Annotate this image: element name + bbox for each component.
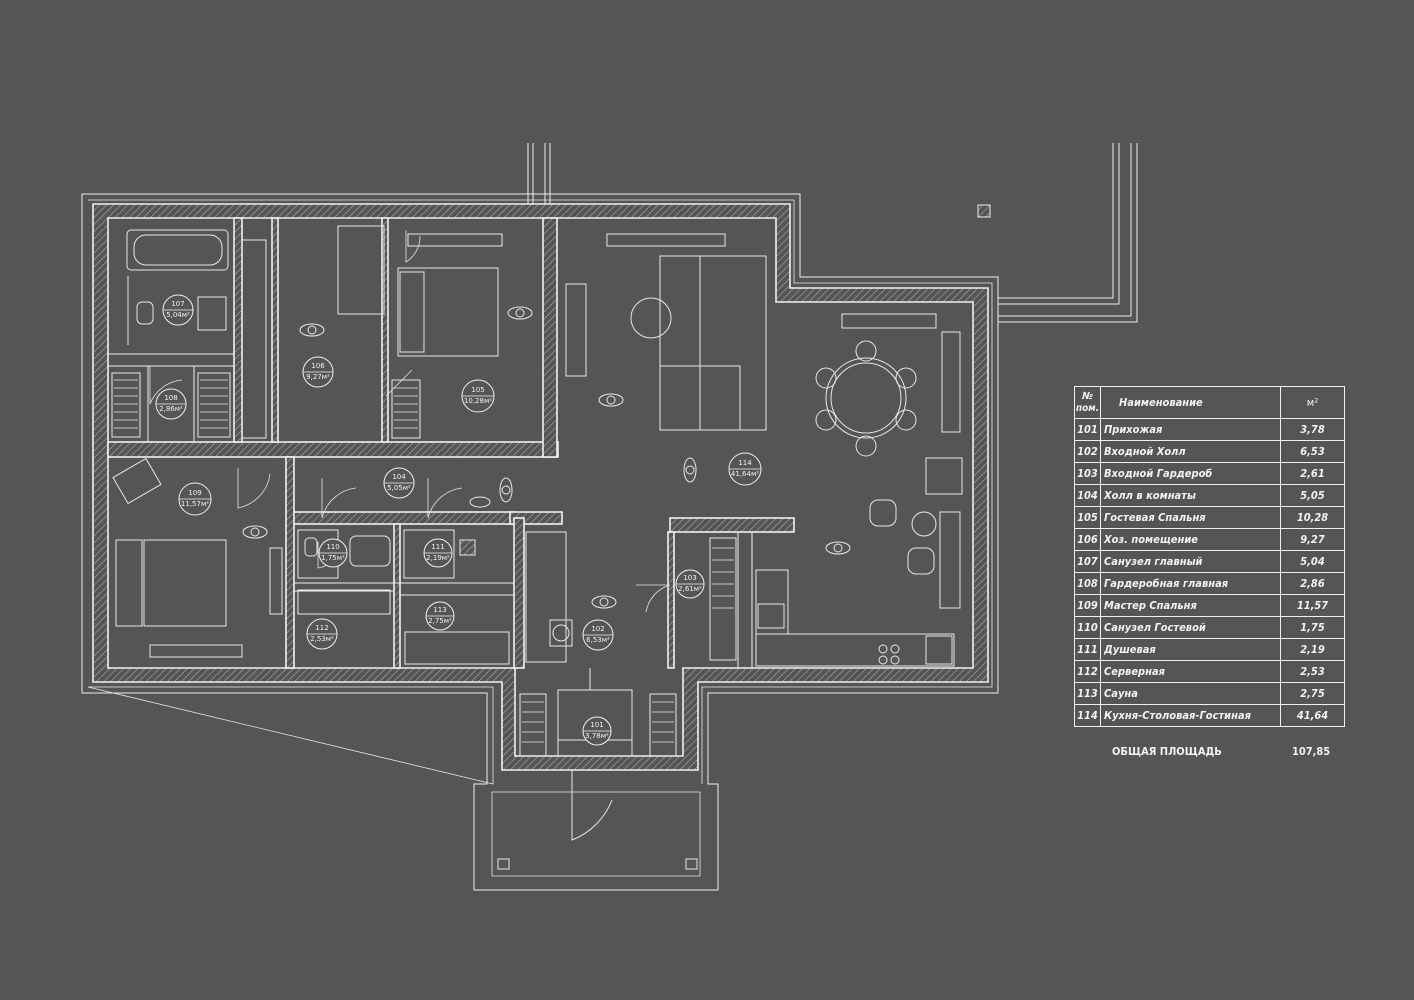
room-tag-109: 109 11,57м² bbox=[178, 482, 212, 516]
svg-text:1,75м²: 1,75м² bbox=[321, 554, 345, 562]
svg-text:41,64м²: 41,64м² bbox=[731, 470, 759, 478]
svg-text:9,27м²: 9,27м² bbox=[306, 373, 330, 381]
svg-text:112: 112 bbox=[315, 624, 328, 632]
svg-text:108: 108 bbox=[164, 394, 177, 402]
room-tag-111: 111 2,19м² bbox=[423, 538, 453, 568]
svg-text:107: 107 bbox=[171, 300, 184, 308]
svg-text:105: 105 bbox=[471, 386, 484, 394]
exterior-walls bbox=[92, 203, 989, 771]
partitions bbox=[108, 353, 753, 690]
svg-text:10,28м²: 10,28м² bbox=[464, 397, 492, 405]
svg-text:5,05м²: 5,05м² bbox=[387, 484, 411, 492]
header-name: Наименование bbox=[1100, 386, 1281, 419]
svg-text:106: 106 bbox=[311, 362, 325, 370]
room-tag-102: 102 6,53м² bbox=[582, 619, 614, 651]
total-area-label: ОБЩАЯ ПЛОЩАДЬ bbox=[1112, 745, 1222, 758]
svg-text:102: 102 bbox=[591, 625, 604, 633]
beds bbox=[112, 267, 499, 627]
room-tag-114: 114 41,64м² bbox=[728, 452, 762, 486]
room-tag-105: 105 10,28м² bbox=[461, 379, 495, 413]
exterior-ducts bbox=[527, 143, 1138, 323]
room-tag-106: 106 9,27м² bbox=[302, 356, 334, 388]
svg-text:101: 101 bbox=[590, 721, 603, 729]
room-tag-112: 112 2,53м² bbox=[306, 618, 338, 650]
outer-frame bbox=[81, 193, 999, 891]
room-tag-108: 108 2,86м² bbox=[155, 388, 187, 420]
people-figures bbox=[242, 306, 851, 609]
svg-text:2,61м²: 2,61м² bbox=[678, 585, 702, 593]
door-swings bbox=[149, 230, 671, 613]
room-tag-103: 103 2,61м² bbox=[675, 569, 705, 599]
svg-text:113: 113 bbox=[433, 606, 446, 614]
wardrobe-shelves bbox=[111, 225, 737, 757]
svg-text:111: 111 bbox=[431, 543, 444, 551]
svg-text:3,78м²: 3,78м² bbox=[585, 732, 609, 740]
svg-text:104: 104 bbox=[392, 473, 406, 481]
interior-walls bbox=[107, 217, 795, 669]
svg-text:110: 110 bbox=[326, 543, 339, 551]
svg-text:11,57м²: 11,57м² bbox=[181, 500, 209, 508]
svg-text:2,19м²: 2,19м² bbox=[426, 554, 450, 562]
svg-text:6,53м²: 6,53м² bbox=[586, 636, 610, 644]
svg-text:109: 109 bbox=[188, 489, 201, 497]
total-area-value: 107,85 bbox=[1292, 745, 1331, 758]
svg-text:2,86м²: 2,86м² bbox=[159, 405, 183, 413]
radiators bbox=[149, 233, 961, 665]
svg-text:114: 114 bbox=[738, 459, 752, 467]
room-tag-110: 110 1,75м² bbox=[318, 538, 348, 568]
svg-text:2,53м²: 2,53м² bbox=[310, 635, 334, 643]
room-tag-101: 101 3,78м² bbox=[582, 716, 612, 746]
living-room-furniture bbox=[565, 255, 963, 575]
svg-text:103: 103 bbox=[683, 574, 696, 582]
svg-text:5,04м²: 5,04м² bbox=[166, 311, 190, 319]
header-area: м² bbox=[1280, 386, 1345, 419]
room-tag-107: 107 5,04м² bbox=[162, 294, 194, 326]
hall-cabinets bbox=[297, 589, 573, 647]
room-tag-113: 113 2,75м² bbox=[425, 601, 455, 631]
kitchen-units bbox=[755, 569, 955, 667]
svg-text:2,75м²: 2,75м² bbox=[428, 617, 452, 625]
room-tag-104: 104 5,05м² bbox=[383, 467, 415, 499]
